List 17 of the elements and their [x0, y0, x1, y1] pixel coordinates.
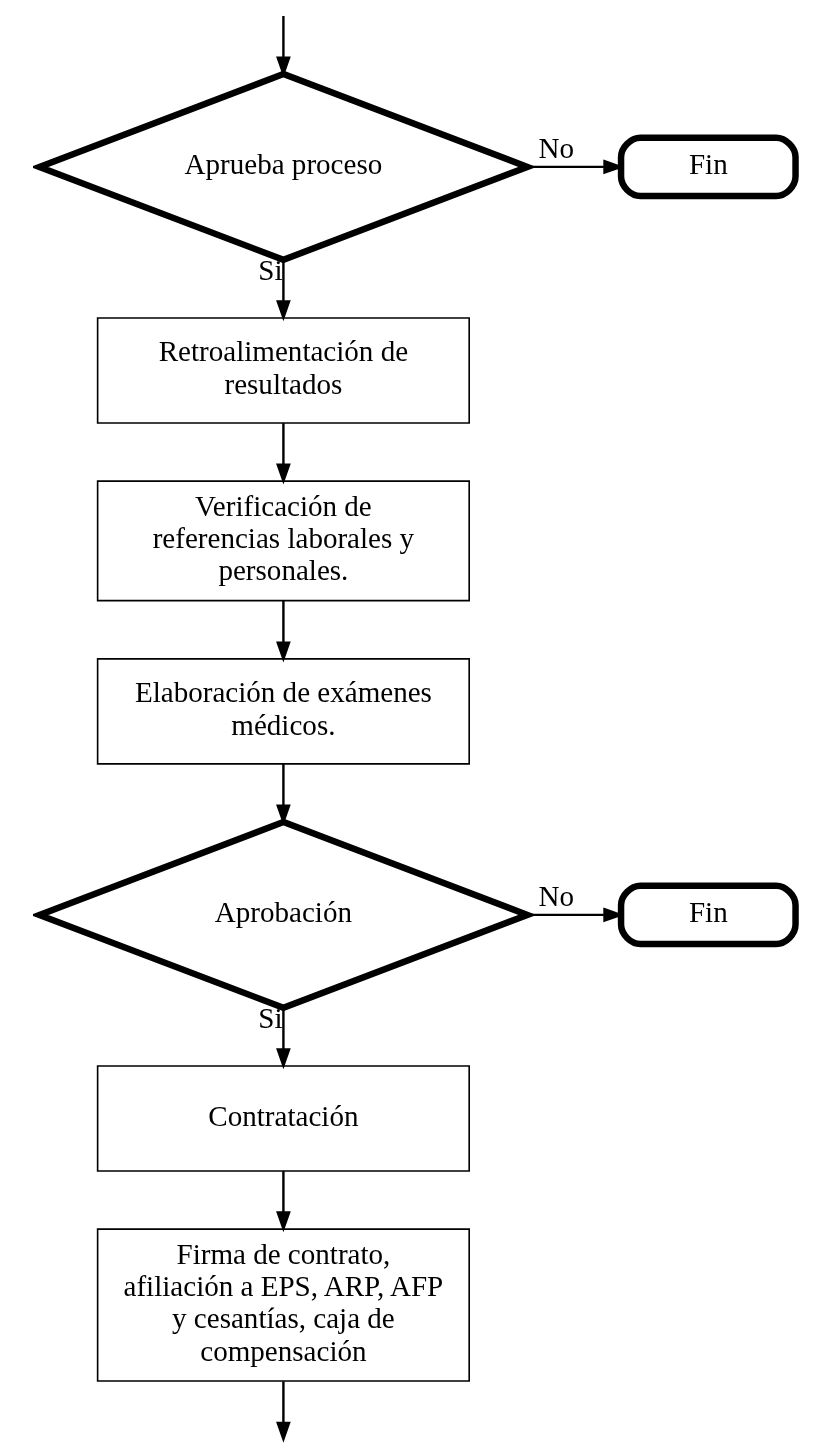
arrow — [276, 423, 291, 485]
edge-label: No — [538, 131, 575, 164]
node-box: Elaboración de exámenes médicos. — [96, 658, 470, 765]
edge-label: No — [538, 879, 575, 912]
node-box: Fin — [617, 134, 799, 200]
node-box: Firma de contrato, afiliación a EPS, ARP, AFP y cesantías, caja de compensación — [96, 1228, 470, 1382]
arrow — [276, 1171, 291, 1233]
node-box: Retroalimentación de resultados — [96, 317, 470, 424]
arrow — [276, 1381, 291, 1443]
node-box: Fin — [617, 882, 799, 948]
arrow — [276, 259, 291, 322]
arrow — [276, 15, 291, 78]
arrow — [276, 601, 291, 663]
arrow — [276, 1007, 291, 1070]
node-box: Verificación de referencias laborales y personales. — [96, 480, 470, 602]
node-box: Contratación — [96, 1065, 470, 1172]
arrow — [276, 764, 291, 826]
